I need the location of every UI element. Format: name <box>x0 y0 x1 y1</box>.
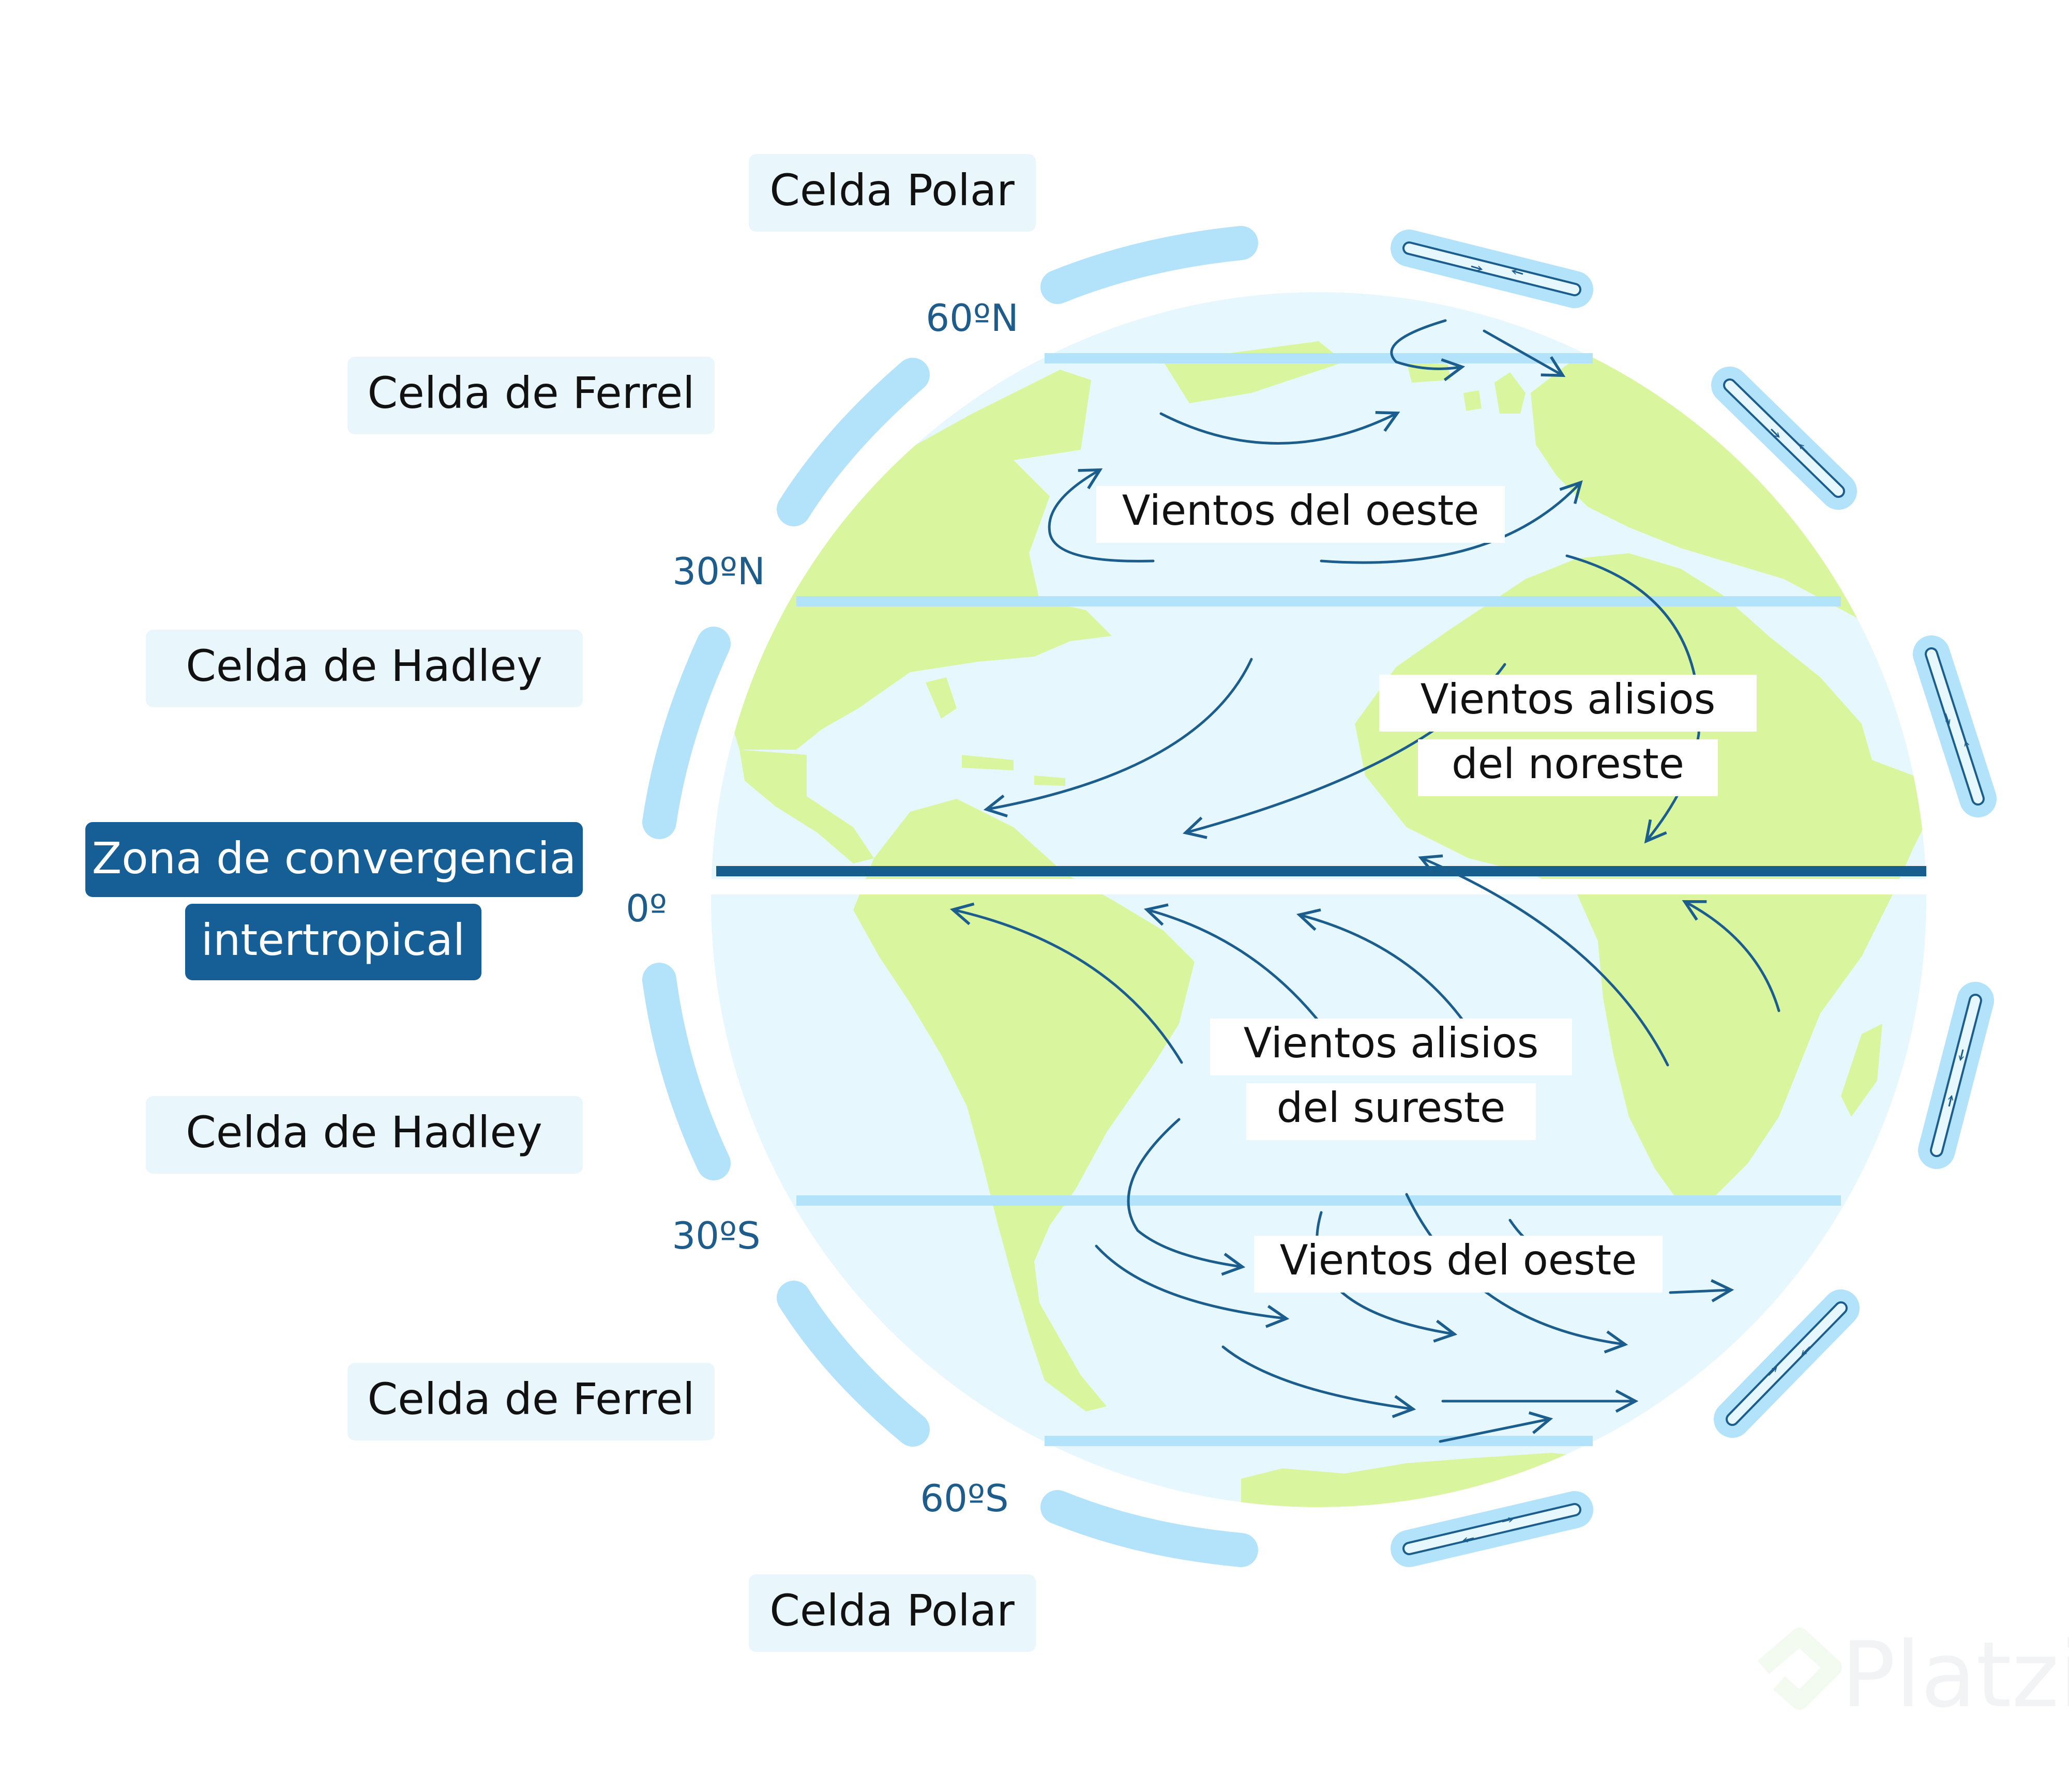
arrow-westerly-s7 <box>1221 1345 1416 1418</box>
iceland <box>1407 362 1451 383</box>
latitude-lines <box>796 353 1841 1446</box>
florida <box>926 677 957 719</box>
wind-labels: Vientos del oeste Vientos alisios del no… <box>1096 486 1757 1293</box>
lat-0-label: 0º <box>626 887 667 930</box>
platzi-wordmark: Platzi <box>1841 1623 2069 1728</box>
lat-60n-label: 60ºN <box>926 296 1018 340</box>
right-cell-capsules <box>1391 230 1997 1567</box>
arrow-westerly-n3 <box>1320 480 1583 564</box>
badge-polar-south <box>749 1574 1036 1652</box>
polar-cell-north-label: Celda Polar <box>769 165 1015 216</box>
south-america <box>853 799 1195 1411</box>
arrow-trade-se1 <box>949 902 1183 1064</box>
badge-ferrel-north <box>348 357 715 434</box>
ferrel-cell-north-label: Celda de Ferrel <box>367 368 694 418</box>
hadley-cell-south-label: Celda de Hadley <box>186 1107 542 1158</box>
label-box-trades-ne2 <box>1418 739 1718 796</box>
arrow-westerly-n2 <box>1048 468 1155 563</box>
label-box-westerlies-s <box>1254 1236 1663 1293</box>
badge-hadley-north <box>146 630 583 707</box>
left-cell-bands <box>642 226 1258 1567</box>
label-box-trades-se1 <box>1210 1019 1572 1075</box>
label-box-trades-se2 <box>1246 1083 1536 1140</box>
lat-30n-label: 30ºN <box>672 550 765 593</box>
arrow-westerly-n1 <box>1159 411 1400 445</box>
central-america <box>739 750 874 863</box>
badge-hadley-south <box>146 1096 583 1174</box>
capsule-hadley-north <box>1913 635 1997 817</box>
itcz-label-line1: Zona de convergencia <box>92 833 577 884</box>
trades-ne-label-line1: Vientos alisios <box>1421 675 1716 723</box>
capsule-ferrel-north <box>1711 367 1857 510</box>
arrow-trade-se5 <box>1682 900 1780 1012</box>
caribbean-islands <box>962 755 1065 786</box>
band-ferrel-north <box>777 358 930 526</box>
arrow-westerly-n5 <box>1483 329 1566 377</box>
capsule-polar-north <box>1391 230 1593 308</box>
north-america <box>724 370 1112 750</box>
capsule-hadley-south <box>1918 982 1994 1169</box>
arrow-trade-se2 <box>1143 903 1320 1023</box>
westerlies-south-label: Vientos del oeste <box>1280 1236 1637 1284</box>
trades-ne-label-line2: del noreste <box>1452 740 1684 788</box>
trades-se-label-line2: del sureste <box>1277 1084 1506 1132</box>
arrow-westerly-n4 <box>1390 319 1466 382</box>
capsule-ferrel-south <box>1714 1289 1860 1438</box>
itcz-label-line2: intertropical <box>201 915 465 965</box>
label-box-trades-ne1 <box>1379 675 1757 732</box>
polar-cell-south-label: Celda Polar <box>769 1585 1015 1636</box>
capsule-polar-south <box>1391 1491 1593 1567</box>
arrow-westerly-s2 <box>1095 1244 1290 1328</box>
band-polar-north <box>1040 226 1258 304</box>
arrow-westerly-s4 <box>1405 1193 1628 1354</box>
arrow-trade-se3 <box>1296 908 1465 1023</box>
band-polar-south <box>1040 1490 1258 1567</box>
arrow-westerly-s9 <box>1439 1411 1553 1443</box>
badge-itcz-line1 <box>85 822 583 897</box>
latitude-labels: 60ºN 30ºN 0º 30ºS 60ºS <box>626 296 1019 1520</box>
madagascar <box>1841 1024 1882 1117</box>
lat-60s-label: 60ºS <box>920 1477 1008 1520</box>
hadley-cell-north-label: Celda de Hadley <box>186 641 542 691</box>
arrow-trade-se4 <box>1418 854 1669 1067</box>
arrow-westerly-s6 <box>1669 1279 1734 1302</box>
cell-badges: Celda Polar Celda de Ferrel Celda de Had… <box>85 154 1036 1652</box>
equator-gap <box>708 879 1929 894</box>
band-hadley-north <box>642 627 731 839</box>
band-ferrel-south <box>777 1281 930 1447</box>
badge-polar-north <box>749 154 1036 232</box>
badge-itcz-line2 <box>185 904 481 980</box>
platzi-logo-icon <box>1757 1628 1842 1710</box>
label-box-westerlies-n <box>1096 486 1505 543</box>
badge-ferrel-south <box>348 1363 715 1440</box>
ferrel-cell-south-label: Celda de Ferrel <box>367 1374 694 1424</box>
westerlies-north-label: Vientos del oeste <box>1122 487 1479 535</box>
platzi-watermark: Platzi <box>1757 1623 2069 1728</box>
british-isles <box>1463 372 1526 414</box>
arrow-trade-ne1 <box>983 658 1253 817</box>
lat-30s-label: 30ºS <box>672 1214 760 1257</box>
arrow-westerly-s1 <box>1127 1118 1246 1276</box>
antarctica <box>1241 1453 1603 1507</box>
trades-se-label-line1: Vientos alisios <box>1244 1019 1539 1067</box>
band-hadley-south <box>642 963 731 1180</box>
wind-arrows <box>949 319 1780 1443</box>
